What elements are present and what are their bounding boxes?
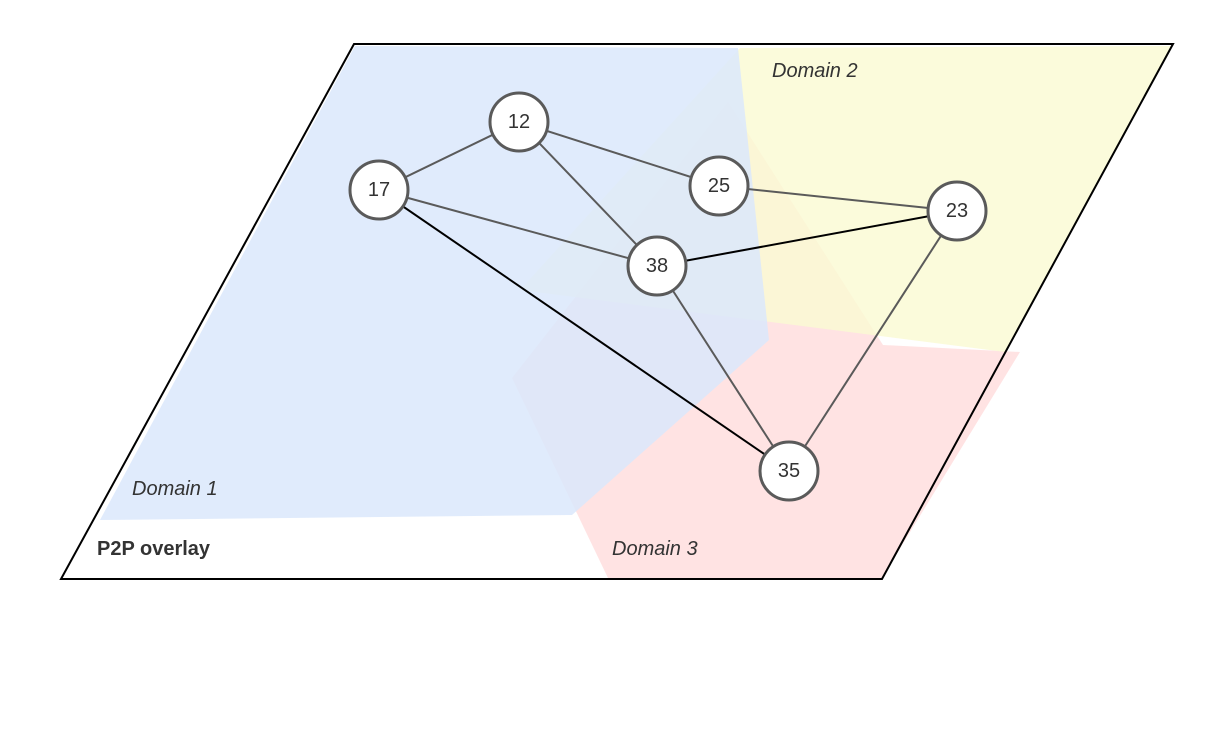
node-label: 23 xyxy=(946,200,968,222)
node-23: 23 xyxy=(926,180,988,242)
edge-25-23 xyxy=(718,185,958,212)
node-17: 17 xyxy=(348,159,410,221)
node-38: 38 xyxy=(626,235,688,297)
node-circle xyxy=(626,235,688,297)
node-circle xyxy=(758,440,820,502)
edge-17-35 xyxy=(378,189,790,472)
node-12: 12 xyxy=(488,91,550,153)
domain-1-region xyxy=(100,46,769,520)
node-25: 25 xyxy=(688,155,750,217)
node-circle xyxy=(488,91,550,153)
edge-17-38 xyxy=(378,189,658,267)
domain-3-label: Domain 3 xyxy=(612,538,698,560)
p2p-overlay-label: P2P overlay xyxy=(97,538,211,560)
node-label: 25 xyxy=(708,175,730,197)
p2p-overlay-plane xyxy=(59,43,1175,580)
node-circle xyxy=(348,159,410,221)
domain-1-label: Domain 1 xyxy=(132,478,218,500)
edge-12-25 xyxy=(518,121,720,187)
node-35: 35 xyxy=(758,440,820,502)
edge-12-38 xyxy=(518,121,658,267)
node-circle xyxy=(926,180,988,242)
edge-38-35 xyxy=(656,265,790,472)
domain-regions xyxy=(100,46,1172,578)
nodes: 12 17 25 23 38 35 xyxy=(348,91,988,502)
edge-38-23 xyxy=(656,210,958,267)
edge-23-35 xyxy=(788,210,958,472)
node-label: 38 xyxy=(646,255,668,277)
node-label: 12 xyxy=(508,111,530,133)
node-label: 35 xyxy=(778,460,800,482)
node-label: 17 xyxy=(368,179,390,201)
node-circle xyxy=(688,155,750,217)
domain-2-label: Domain 2 xyxy=(772,60,858,82)
